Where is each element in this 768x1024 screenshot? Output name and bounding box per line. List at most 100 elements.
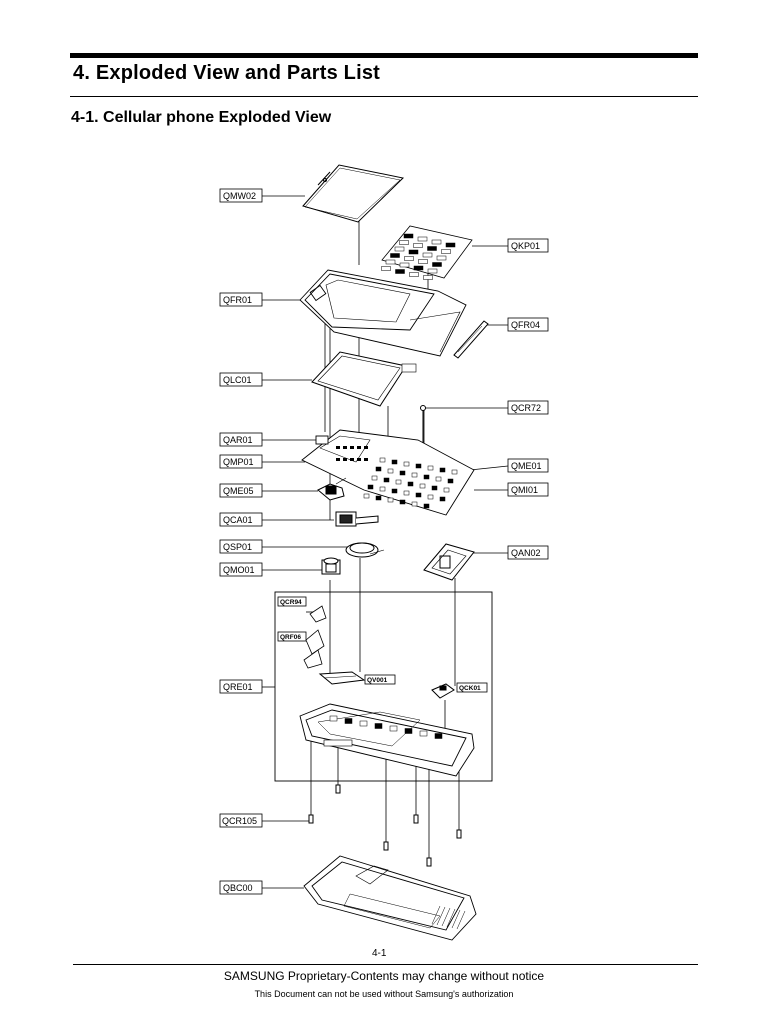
pcb-component [399,470,406,476]
camera-part [335,511,379,527]
pcb-component [451,469,458,475]
pcb-component [415,492,422,498]
rear-case-component [389,725,398,732]
bar-part-qv001 [318,671,366,685]
label-qrf06-text: QRF06 [280,634,301,641]
pcb-component [343,458,347,461]
label-qmw02: QMW02 [219,188,263,203]
screws-qcr105 [308,784,462,867]
battery-cover-rib [441,907,451,927]
pcb-component [403,461,410,467]
pcb-component [411,472,418,478]
pcb-component [336,446,340,449]
pcb-component [357,446,361,449]
keypad-key [417,236,428,242]
pcb-component [375,495,382,501]
pcb-component [375,466,382,472]
keypad-key [399,262,410,268]
label-qmw02-text: QMW02 [223,191,256,201]
page-number: 4-1 [372,948,387,959]
keypad-key [418,259,428,264]
rear-case-component [434,733,443,739]
keypad-key [445,242,456,248]
keypad-key [432,262,442,267]
label-qmp01-text: QMP01 [223,457,254,467]
label-qlc01-text: QLC01 [223,375,252,385]
pcb-component [439,467,446,473]
pcb-component [379,486,386,492]
label-qck01-text: QCK01 [459,685,481,692]
keypad-key [394,246,405,252]
rear-case-component [374,723,383,729]
pcb-component [379,457,386,463]
pcb-component [415,463,422,469]
side-key-part [453,320,489,359]
label-qcr72: QCR72 [507,400,549,415]
label-qrf06: QRF06 [277,631,307,642]
window-cover-part [302,164,405,223]
pcb-components [336,446,458,509]
keypad-key [423,275,433,280]
label-qkp01-text: QKP01 [511,241,540,251]
keypad-key [403,233,414,239]
label-qcr94-text: QCR94 [280,599,302,606]
rear-case-part [299,703,475,777]
label-qan02-text: QAN02 [511,548,541,558]
pcb-component [357,458,361,461]
keypad-key [399,240,409,245]
speaker-part [345,542,385,558]
label-qmo01-text: QMO01 [223,565,255,575]
subsection-title: 4-1. Cellular phone Exploded View [71,109,332,126]
pcb-component [423,474,430,480]
battery-cover-rib [436,906,446,926]
pcb-component [439,496,446,502]
label-qbc00: QBC00 [219,880,263,895]
module-qme05 [317,477,347,501]
keypad-key [413,265,424,271]
rear-case-component [329,715,338,722]
part-labels: QMW02 QKP01 QFR01 QFR04 QLC01 QCR72 QAR0… [219,188,549,895]
section-title: 4. Exploded View and Parts List [73,62,381,84]
pcb-component [387,468,394,474]
label-qme01-text: QME01 [511,461,542,471]
pcb-component [399,499,406,505]
label-qfr04: QFR04 [507,317,549,332]
pcb-component [447,478,454,484]
pcb-component [371,475,378,481]
label-qmp01: QMP01 [219,454,263,469]
footer-authorization: This Document can not be used without Sa… [254,989,514,999]
pcb-component [427,494,434,500]
pcb-component [427,465,434,471]
rear-assembly-box [274,591,493,782]
pcb-component [364,446,368,449]
keypad-key [390,253,400,258]
label-qmi01: QMI01 [507,482,549,497]
main-pcb-part [301,429,475,516]
rear-case-component [344,718,353,724]
pcb-component [435,476,442,482]
label-qca01: QCA01 [219,512,263,527]
label-qcr94: QCR94 [277,596,307,607]
label-qbc00-text: QBC00 [223,883,253,893]
keypad-key [385,259,396,265]
label-qcr72-text: QCR72 [511,403,541,413]
rear-case-component [419,730,428,737]
pcb-component [411,501,418,507]
title-underline [70,96,698,97]
label-qan02: QAN02 [507,545,549,560]
keypad-key [395,269,405,274]
label-qck01: QCK01 [456,682,488,693]
pcb-component [350,458,354,461]
battery-cover-rib [456,910,466,930]
label-qmo01: QMO01 [219,562,263,577]
motor-part [321,557,341,575]
keypad-key [427,246,437,251]
battery-cover-rib [451,909,461,929]
pcb-component [364,458,368,461]
label-qre01-text: QRE01 [223,682,253,692]
pcb-component [383,477,390,483]
pcb-component [336,458,340,461]
keypad-key [409,272,419,277]
pcb-component [419,483,426,489]
